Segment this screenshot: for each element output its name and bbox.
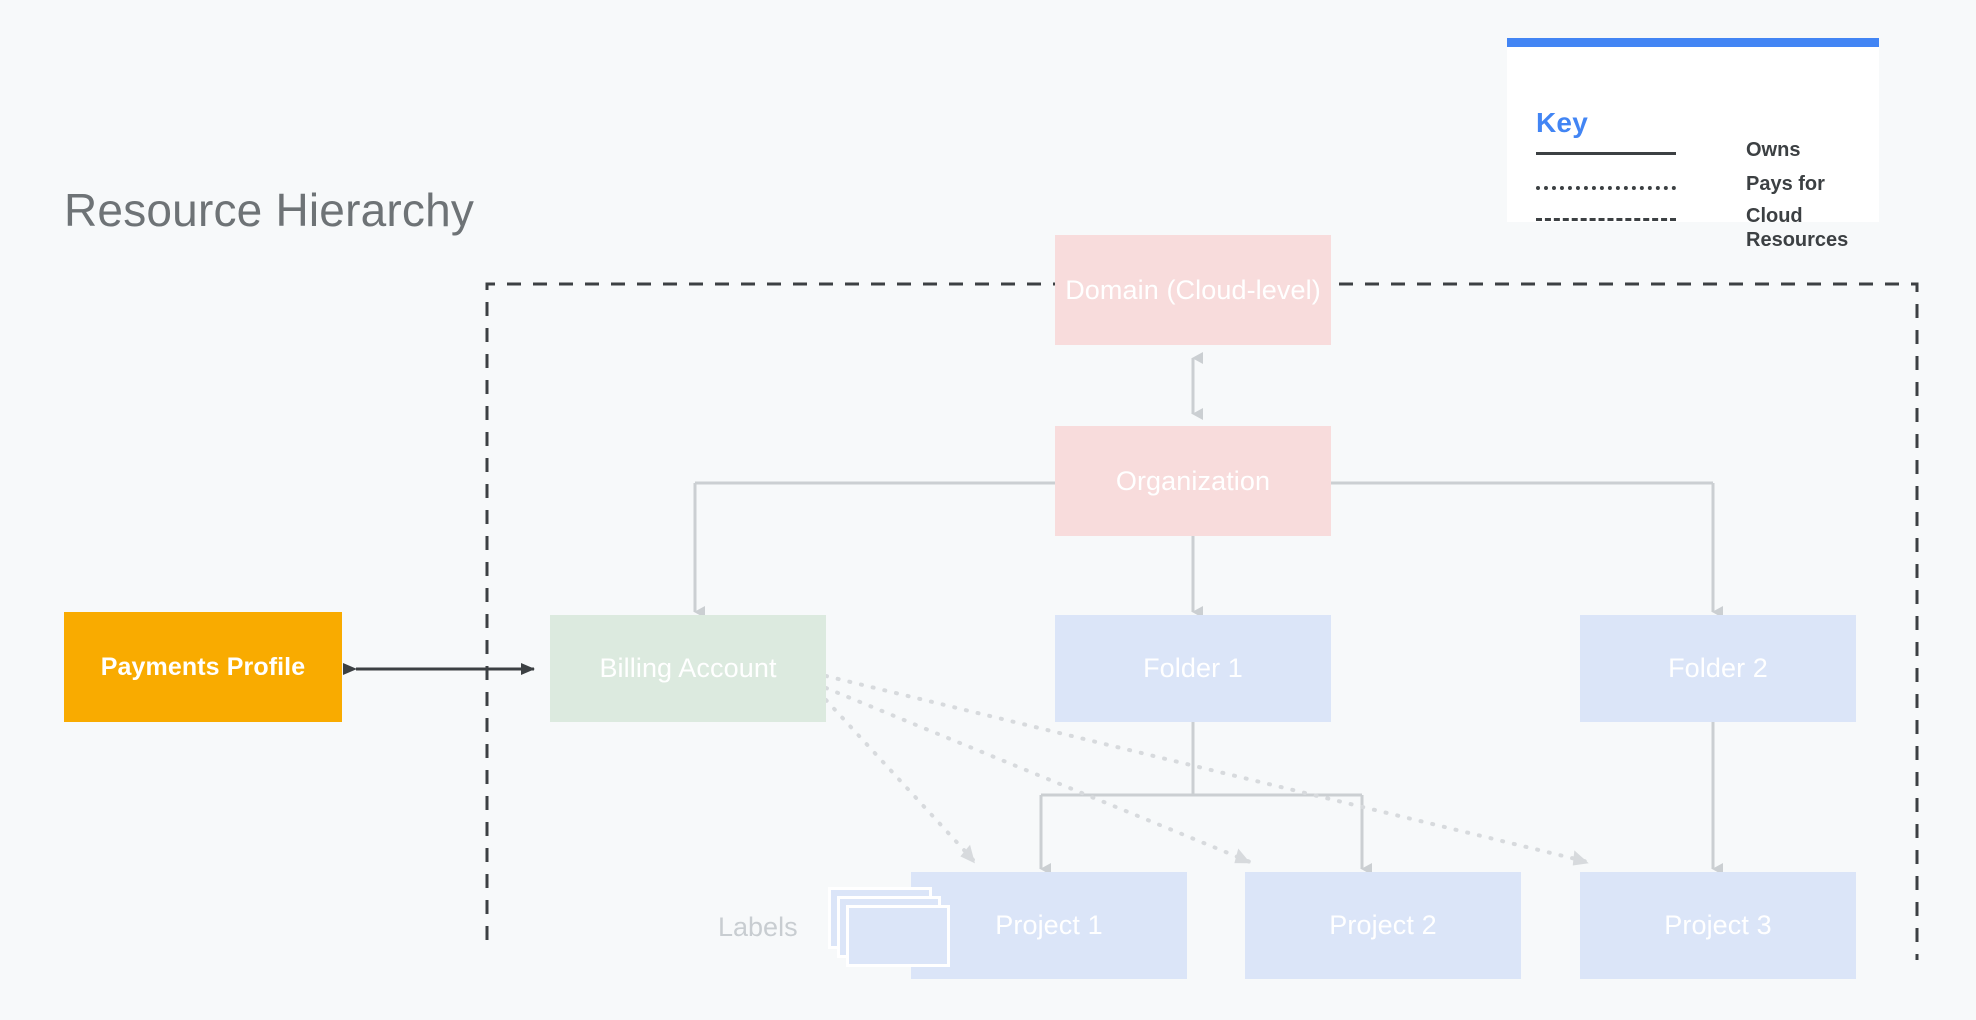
- labels-caption: Labels: [718, 912, 798, 942]
- labels-card-front: [846, 905, 950, 967]
- node-billing-account-label: Billing Account: [599, 653, 777, 683]
- edge-folder1-children: [1039, 722, 1364, 855]
- key-legend-card: Key Owns Pays for Cloud Resources: [1507, 38, 1879, 251]
- node-billing-account[interactable]: Billing Account: [550, 615, 826, 722]
- node-folder-2-label: Folder 2: [1668, 653, 1768, 683]
- node-folder-2[interactable]: Folder 2: [1580, 615, 1856, 722]
- edge-billing-project1-paysfor: [824, 698, 977, 864]
- key-accent-bar: [1507, 38, 1879, 47]
- key-title: Key: [1536, 107, 1588, 138]
- node-project-2[interactable]: Project 2: [1245, 872, 1521, 979]
- labels-stack-icon: [828, 887, 960, 969]
- node-payments-profile[interactable]: Payments Profile: [64, 612, 342, 722]
- edge-billing-project2-paysfor: [824, 686, 1252, 864]
- node-payments-profile-label: Payments Profile: [100, 652, 306, 681]
- node-folder-1[interactable]: Folder 1: [1055, 615, 1331, 722]
- key-swatch-dotted-icon: [1536, 186, 1676, 190]
- node-project-3-label: Project 3: [1664, 910, 1772, 940]
- key-entry-cloud-resources-label: Cloud Resources: [1746, 205, 1849, 251]
- node-domain[interactable]: Domain (Cloud-level): [1055, 235, 1331, 345]
- key-entry-pays-for: Pays for: [1536, 172, 1876, 206]
- node-domain-label: Domain (Cloud-level): [1065, 274, 1321, 305]
- key-swatch-dashed-icon: [1536, 218, 1676, 221]
- key-entry-owns-label: Owns: [1746, 139, 1801, 161]
- node-project-1[interactable]: Project 1: [911, 872, 1187, 979]
- node-project-3[interactable]: Project 3: [1580, 872, 1856, 979]
- node-folder-1-label: Folder 1: [1143, 653, 1243, 683]
- key-entry-pays-for-label: Pays for: [1746, 173, 1825, 195]
- node-organization[interactable]: Organization: [1055, 426, 1331, 536]
- key-swatch-solid-icon: [1536, 152, 1676, 155]
- node-organization-label: Organization: [1115, 465, 1271, 496]
- node-project-1-label: Project 1: [995, 910, 1103, 940]
- page-title: Resource Hierarchy: [64, 184, 475, 236]
- node-project-2-label: Project 2: [1329, 910, 1437, 940]
- key-entry-owns: Owns: [1536, 138, 1876, 172]
- key-entry-cloud-resources: Cloud Resources: [1536, 204, 1876, 251]
- edge-billing-project3-paysfor: [824, 674, 1590, 866]
- cloud-resources-boundary: [485, 282, 1919, 960]
